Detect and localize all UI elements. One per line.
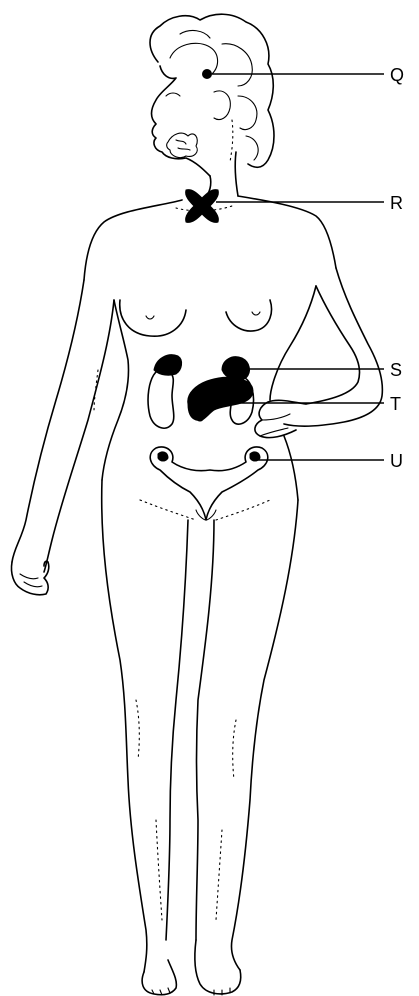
hair-outline xyxy=(150,14,274,167)
hair-curl-5 xyxy=(180,31,210,38)
right-hand xyxy=(255,400,306,437)
ear xyxy=(214,91,230,120)
nipple-right xyxy=(252,312,260,315)
left-foot xyxy=(142,960,176,995)
knee-right xyxy=(233,720,236,780)
hair-curl-2 xyxy=(222,44,252,86)
labels: Q R S T U xyxy=(212,65,404,471)
left-hand-fingers xyxy=(20,574,42,587)
left-leg-inner xyxy=(166,520,188,940)
eye xyxy=(166,93,180,96)
left-leg-outer xyxy=(102,480,147,972)
breast-right xyxy=(226,300,272,331)
hair-curl-4 xyxy=(246,136,258,160)
torso-left-side xyxy=(102,300,129,480)
left-arm-outer xyxy=(12,280,84,562)
label-u: U xyxy=(390,451,403,471)
face-profile xyxy=(152,66,211,176)
neck-dots xyxy=(230,120,233,162)
thyroid-gland xyxy=(186,190,219,223)
adrenal-gland-left xyxy=(154,355,182,375)
label-r: R xyxy=(390,193,403,213)
hair-curl-1 xyxy=(170,43,218,74)
right-leg-inner xyxy=(196,520,214,940)
left-arm-inner xyxy=(44,300,114,572)
pancreas xyxy=(188,377,253,420)
right-foot xyxy=(195,940,241,994)
head xyxy=(150,14,274,198)
hair-curl-3 xyxy=(238,96,257,130)
adrenal-gland-right xyxy=(222,357,249,380)
hip-right xyxy=(284,436,298,500)
pituitary-gland xyxy=(203,70,212,79)
mouth-gland-inner xyxy=(176,140,190,150)
neck-right xyxy=(235,152,238,196)
mouth-gland xyxy=(167,133,198,157)
nipple-left xyxy=(146,316,154,319)
knee-left xyxy=(136,700,139,760)
label-q: Q xyxy=(390,65,404,85)
shin-left xyxy=(156,820,162,920)
right-arm-inner xyxy=(306,286,360,404)
legs xyxy=(102,480,298,995)
torso-right-side xyxy=(270,286,316,400)
shin-right xyxy=(216,830,222,920)
kidney-left xyxy=(148,369,174,428)
reproductive-organs xyxy=(150,447,268,520)
ovary-left xyxy=(158,452,168,461)
label-t: T xyxy=(390,394,401,414)
shoulder-right xyxy=(238,196,336,268)
label-s: S xyxy=(390,360,402,380)
right-leg-outer xyxy=(231,500,298,970)
shoulder-left xyxy=(84,200,182,280)
